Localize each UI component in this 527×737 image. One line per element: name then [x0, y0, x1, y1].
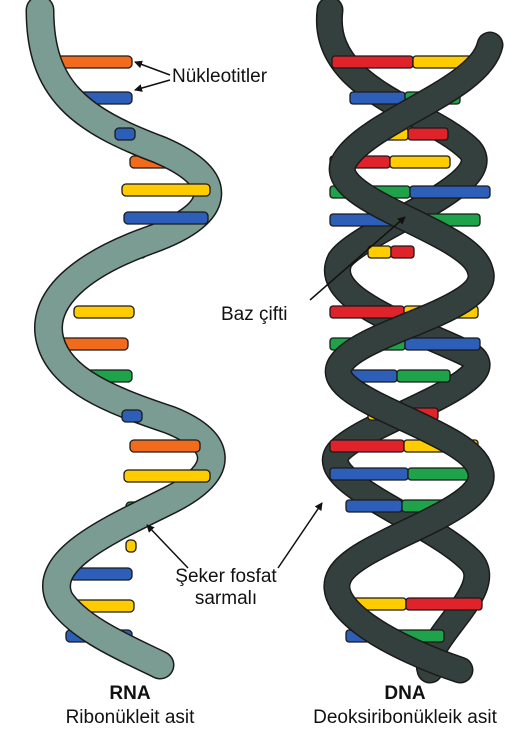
label-backbone-line2: sarmalı — [195, 588, 257, 609]
label-backbone-line1: Şeker fosfat — [175, 566, 276, 587]
rna-base-yellow — [122, 184, 210, 196]
rna-base-blue — [122, 410, 142, 422]
dna-base-red — [408, 128, 448, 140]
dna-subtitle: Deoksiribonükleik asit — [313, 707, 497, 728]
backbone-arrow-dna — [278, 503, 322, 568]
nucleotides-arrow-1 — [135, 62, 170, 75]
dna-base-blue — [405, 338, 480, 350]
dna-base-yellow — [368, 246, 391, 258]
dna-base-yellow — [390, 156, 450, 168]
rna-base-blue — [115, 128, 135, 140]
label-backbone: Şeker fosfat sarmalı — [160, 566, 292, 610]
dna-base-red — [330, 306, 404, 318]
dna-base-red — [332, 56, 413, 68]
rna-base-orange — [130, 440, 200, 452]
dna-base-blue — [330, 468, 408, 480]
label-nucleotides: Nükleotitler — [172, 66, 267, 88]
caption-rna: RNA Ribonükleit asit — [40, 682, 220, 730]
dna-base-red — [391, 246, 414, 258]
dna-title: DNA — [290, 682, 520, 706]
rna-base-yellow — [126, 540, 136, 552]
rna-base-yellow — [124, 470, 210, 482]
nucleotides-arrow-2 — [135, 80, 170, 90]
dna-double-helix — [329, 10, 494, 670]
rna-subtitle: Ribonükleit asit — [66, 707, 195, 728]
rna-base-blue — [124, 212, 208, 224]
dna-base-blue — [350, 92, 405, 104]
backbone-arrow-rna — [147, 525, 188, 568]
dna-base-red — [330, 440, 404, 452]
label-base-pair: Baz çifti — [221, 304, 288, 326]
dna-base-blue — [410, 186, 490, 198]
rna-title: RNA — [40, 682, 220, 706]
caption-dna: DNA Deoksiribonükleik asit — [290, 682, 520, 730]
dna-base-red — [406, 598, 482, 610]
rna-base-yellow — [74, 306, 134, 318]
dna-base-blue — [346, 500, 402, 512]
dna-base-green — [397, 370, 450, 382]
